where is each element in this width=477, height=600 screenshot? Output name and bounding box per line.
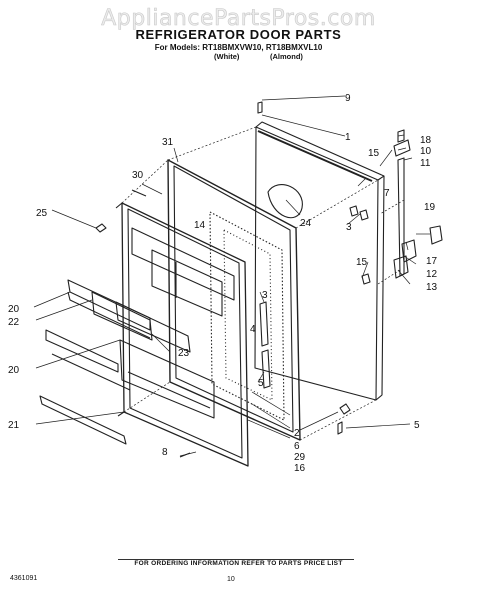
callout-16: 18 xyxy=(420,135,432,146)
ordering-note: FOR ORDERING INFORMATION REFER TO PARTS … xyxy=(134,560,343,567)
document-code: 4361091 xyxy=(10,575,38,582)
footer-rule xyxy=(118,559,354,560)
callout-8: 6 xyxy=(294,441,300,452)
callout-2: 2 xyxy=(294,428,300,439)
callout-12: 11 xyxy=(420,158,431,169)
callout-5b: 5 xyxy=(414,420,420,431)
callout-30: 30 xyxy=(132,170,144,181)
callout-18: 19 xyxy=(424,202,436,213)
assembly-guide-lines xyxy=(121,126,405,441)
mounting-bracket xyxy=(267,184,303,219)
callout-20b: 20 xyxy=(8,365,20,376)
finish-white-label: (White) xyxy=(214,52,240,61)
callout-17: 17 xyxy=(426,256,438,267)
diagram-title: REFRIGERATOR DOOR PARTS xyxy=(135,27,342,42)
callout-23: 23 xyxy=(178,348,190,359)
part-callouts: 9 1 18 10 15 11 31 30 7 19 25 14 24 3 15… xyxy=(8,93,438,474)
finish-almond-label: (Almond) xyxy=(270,52,303,61)
callout-15a: 14 xyxy=(194,220,206,231)
site-watermark: AppliancePartsPros.com xyxy=(101,6,376,32)
callout-7: 7 xyxy=(384,188,390,199)
callout-3b: 3 xyxy=(262,290,268,301)
callout-10: 10 xyxy=(420,146,432,157)
callout-1: 1 xyxy=(345,132,351,143)
callout-25: 25 xyxy=(36,208,48,219)
door-shelves xyxy=(39,279,191,445)
callout-3a: 3 xyxy=(346,222,352,233)
callout-6: 9 xyxy=(345,93,351,104)
model-numbers: For Models: RT18BMXVW10, RT18BMXVL10 xyxy=(154,43,323,52)
callout-11: 12 xyxy=(426,269,438,280)
callout-14: 15 xyxy=(368,148,380,159)
callout-13: 13 xyxy=(426,282,438,293)
callout-15b: 15 xyxy=(356,257,368,268)
callout-31: 31 xyxy=(162,137,174,148)
callout-29: 29 xyxy=(294,452,306,463)
callout-24: 24 xyxy=(300,218,312,229)
page-number: 10 xyxy=(227,576,235,583)
hinge-hardware xyxy=(393,129,443,279)
door-foam-core xyxy=(209,211,285,421)
callout-22: 22 xyxy=(8,317,20,328)
callout-4: 4 xyxy=(250,324,256,335)
inner-door-liner xyxy=(115,202,249,467)
callout-21: 21 xyxy=(8,420,20,431)
callout-5a: 5 xyxy=(258,378,264,389)
callout-20a: 20 xyxy=(8,304,20,315)
callout-9: 8 xyxy=(162,447,168,458)
callout-19: 16 xyxy=(294,463,306,474)
callout-leaders xyxy=(33,95,430,457)
